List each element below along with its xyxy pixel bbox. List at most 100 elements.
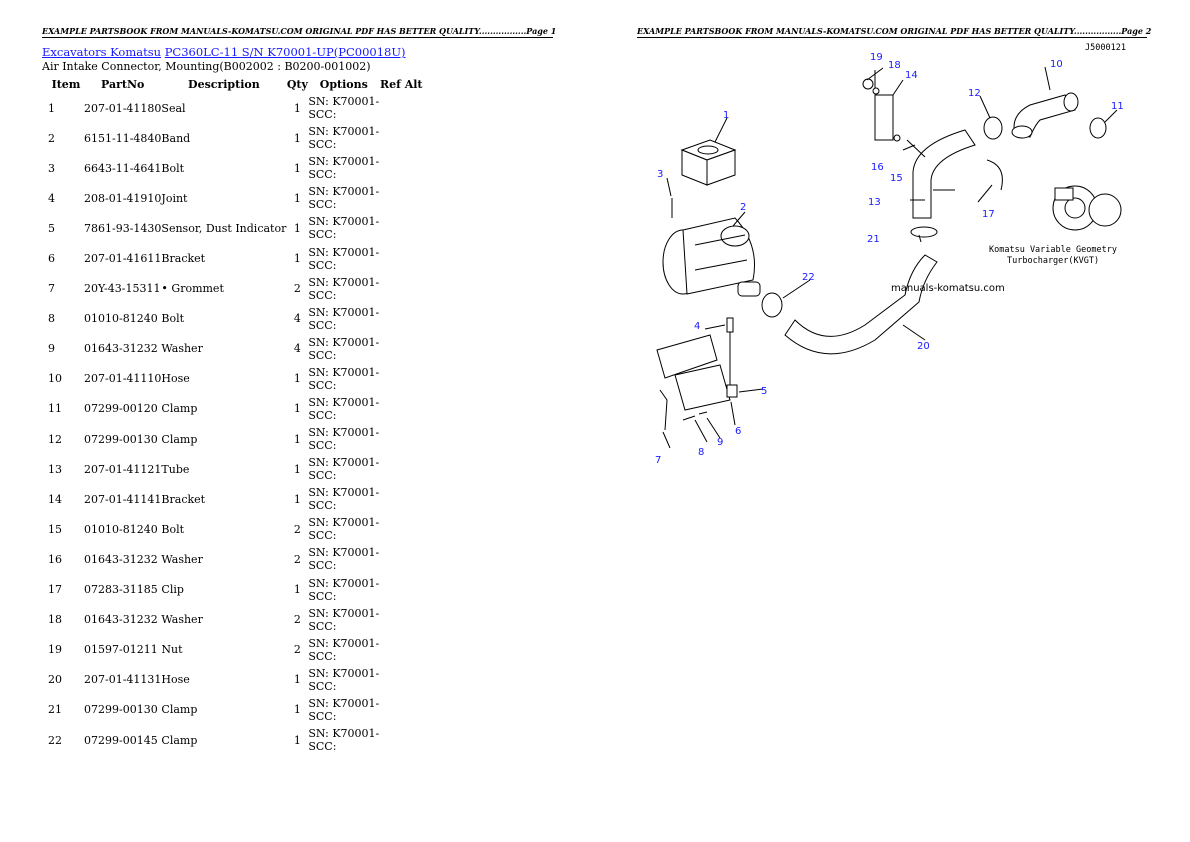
cell-item: 15 bbox=[48, 522, 62, 536]
cell-description: Bracket bbox=[161, 252, 206, 266]
options-serial: SN: K70001- bbox=[308, 245, 380, 259]
options-scc: SCC: bbox=[308, 559, 337, 573]
part-washer-18 bbox=[872, 87, 880, 95]
cell-options: SN: K70001-SCC: bbox=[308, 123, 379, 153]
cell-ref-alt bbox=[379, 364, 423, 394]
callout-14: 14 bbox=[905, 70, 918, 81]
options-scc: SCC: bbox=[308, 679, 337, 693]
cell-item: 9 bbox=[48, 342, 55, 356]
part-washer-16 bbox=[893, 134, 901, 142]
options-serial: SN: K70001- bbox=[308, 215, 380, 229]
cell-item: 5 bbox=[48, 221, 55, 235]
cell-partno: 207-01-41611 bbox=[84, 252, 162, 266]
cell-description: Clamp bbox=[161, 703, 198, 717]
cell-partno: 207-01-41180 bbox=[84, 101, 162, 115]
callout-8: 8 bbox=[698, 447, 704, 458]
part-bracket-14 bbox=[874, 94, 894, 141]
cell-ref-alt bbox=[379, 213, 423, 243]
options-serial: SN: K70001- bbox=[308, 125, 380, 139]
cell-item: 6 bbox=[48, 252, 55, 266]
cell-description: Band bbox=[161, 131, 191, 145]
options-scc: SCC: bbox=[308, 378, 337, 392]
cell-item: 10 bbox=[48, 372, 62, 386]
cell-partno: 07299-00130 bbox=[84, 432, 158, 446]
part-joint bbox=[726, 317, 734, 333]
cell-partno: 07299-00130 bbox=[84, 703, 158, 717]
table-header-row: Item PartNo Description Qty Options Ref … bbox=[42, 76, 423, 93]
cell-item: 21 bbox=[48, 703, 62, 717]
cell-ref-alt bbox=[379, 544, 423, 574]
cell-partno: 207-01-41121 bbox=[84, 462, 162, 476]
options-scc: SCC: bbox=[308, 348, 337, 362]
cell-options: SN: K70001-SCC: bbox=[308, 93, 379, 123]
cell-options: SN: K70001-SCC: bbox=[308, 514, 379, 544]
page-2-header: EXAMPLE PARTSBOOK FROM MANUALS-KOMATSU.C… bbox=[637, 26, 1152, 38]
breadcrumb-link-model[interactable]: PC360LC-11 S/N K70001-UP(PC00018U) bbox=[164, 45, 406, 59]
cell-ref-alt bbox=[379, 183, 423, 213]
options-scc: SCC: bbox=[308, 138, 337, 152]
cell-qty: 1 bbox=[293, 432, 301, 446]
cell-qty: 4 bbox=[293, 342, 301, 356]
callout-22: 22 bbox=[802, 272, 815, 283]
cell-item: 4 bbox=[48, 191, 55, 205]
cell-qty: 1 bbox=[293, 673, 301, 687]
callout-9: 9 bbox=[717, 437, 723, 448]
options-scc: SCC: bbox=[308, 168, 337, 182]
breadcrumb-link-excavators[interactable]: Excavators Komatsu bbox=[42, 45, 162, 59]
cell-partno: 07283-31185 bbox=[84, 583, 158, 597]
parts-table: Item PartNo Description Qty Options Ref … bbox=[42, 76, 423, 755]
cell-description: Hose bbox=[161, 372, 190, 386]
cell-item: 8 bbox=[48, 312, 55, 326]
cell-qty: 2 bbox=[293, 282, 301, 296]
callout-20: 20 bbox=[917, 341, 930, 352]
callout-7: 7 bbox=[655, 455, 661, 466]
cell-description: Hose bbox=[161, 673, 190, 687]
cell-qty: 1 bbox=[293, 733, 301, 747]
options-serial: SN: K70001- bbox=[308, 335, 380, 349]
options-serial: SN: K70001- bbox=[308, 185, 380, 199]
col-header-partno: PartNo bbox=[101, 78, 145, 91]
cell-options: SN: K70001-SCC: bbox=[308, 424, 379, 454]
callout-5: 5 bbox=[761, 386, 767, 397]
cell-qty: 1 bbox=[293, 101, 301, 115]
cell-description: Clamp bbox=[161, 432, 198, 446]
cell-options: SN: K70001-SCC: bbox=[308, 243, 379, 273]
options-scc: SCC: bbox=[308, 288, 337, 302]
cell-description: Washer bbox=[161, 613, 203, 627]
cell-item: 19 bbox=[48, 643, 62, 657]
cell-partno: 7861-93-1430 bbox=[84, 221, 162, 235]
part-hose-20 bbox=[784, 254, 938, 355]
page-subtitle: Air Intake Connector, Mounting(B002002 :… bbox=[42, 60, 371, 73]
cell-partno: 6151-11-4840 bbox=[84, 131, 162, 145]
part-nut-19 bbox=[862, 78, 874, 90]
cell-qty: 2 bbox=[293, 613, 301, 627]
options-serial: SN: K70001- bbox=[308, 516, 380, 530]
cell-item: 11 bbox=[48, 402, 62, 416]
options-scc: SCC: bbox=[308, 529, 337, 543]
cell-qty: 2 bbox=[293, 552, 301, 566]
cell-ref-alt bbox=[379, 394, 423, 424]
options-scc: SCC: bbox=[308, 198, 337, 212]
cell-description: Washer bbox=[161, 552, 203, 566]
cell-description: Clamp bbox=[161, 733, 198, 747]
cell-item: 2 bbox=[48, 131, 55, 145]
cell-options: SN: K70001-SCC: bbox=[308, 304, 379, 334]
cell-partno: 207-01-41141 bbox=[84, 492, 162, 506]
cell-ref-alt bbox=[379, 454, 423, 484]
cell-ref-alt bbox=[379, 635, 423, 665]
cell-partno: 207-01-41110 bbox=[84, 372, 162, 386]
col-header-description: Description bbox=[188, 78, 260, 91]
options-serial: SN: K70001- bbox=[308, 636, 380, 650]
cell-qty: 2 bbox=[293, 643, 301, 657]
cell-ref-alt bbox=[379, 93, 423, 123]
col-header-item: Item bbox=[51, 78, 81, 91]
cell-options: SN: K70001-SCC: bbox=[308, 605, 379, 635]
